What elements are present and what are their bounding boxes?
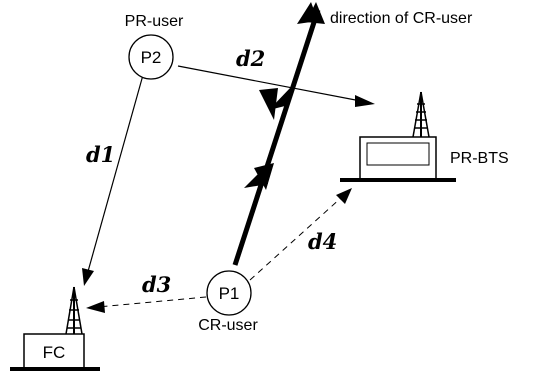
fc-label: FC	[43, 343, 66, 362]
node-p2-label: P2	[141, 48, 162, 67]
distance-d2-label: d2	[236, 46, 265, 71]
link-d1	[82, 74, 144, 286]
distance-d3-label: d3	[142, 272, 171, 297]
fc-station: FC	[10, 286, 100, 371]
node-p2: P2	[128, 34, 174, 80]
node-p1: P1	[206, 270, 252, 316]
link-d4	[249, 188, 352, 281]
pr-bts-station	[340, 91, 456, 182]
link-d2	[177, 65, 375, 107]
bts-antenna-tower-icon	[412, 91, 430, 138]
distance-d4-label: d4	[308, 229, 337, 254]
distance-d1-label: d1	[86, 142, 115, 167]
link-d3	[86, 296, 207, 313]
fc-antenna-tower-icon	[65, 286, 83, 335]
pr-bts-label: PR-BTS	[450, 150, 509, 167]
cr-user-label: CR-user	[198, 317, 258, 334]
pr-user-label: PR-user	[125, 13, 184, 30]
cr-user-direction-arrow	[232, 2, 325, 266]
direction-label: direction of CR-user	[330, 10, 473, 27]
node-p1-label: P1	[219, 284, 240, 303]
